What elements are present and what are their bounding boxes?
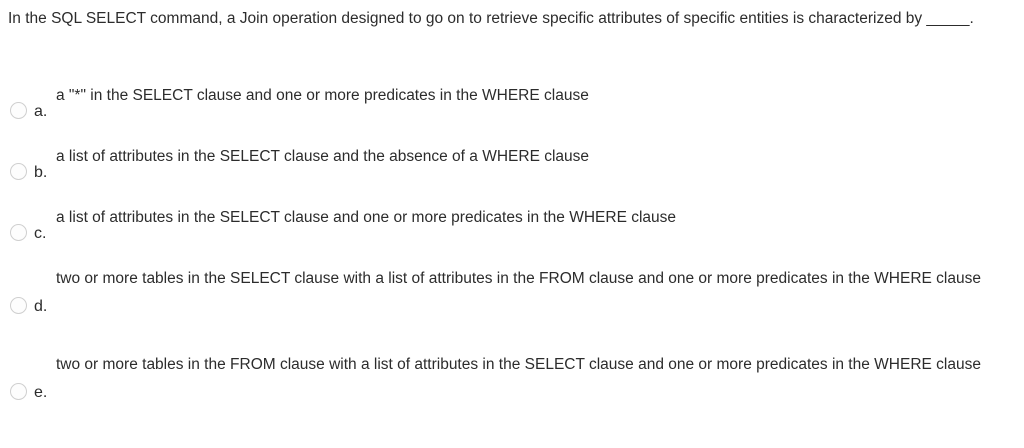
option-letter-d: d.	[34, 298, 48, 315]
option-text-d[interactable]: two or more tables in the SELECT clause …	[56, 270, 981, 287]
answer-options-list: a. a "*" in the SELECT clause and one or…	[0, 82, 1024, 437]
option-text-e[interactable]: two or more tables in the FROM clause wi…	[56, 356, 981, 373]
radio-button-a[interactable]	[10, 102, 27, 119]
answer-option-c[interactable]: c. a list of attributes in the SELECT cl…	[0, 204, 1024, 265]
radio-button-b[interactable]	[10, 163, 27, 180]
answer-option-b[interactable]: b. a list of attributes in the SELECT cl…	[0, 143, 1024, 204]
answer-option-e[interactable]: e. two or more tables in the FROM clause…	[0, 351, 1024, 437]
radio-button-e[interactable]	[10, 383, 27, 400]
option-text-a[interactable]: a "*" in the SELECT clause and one or mo…	[56, 87, 589, 104]
answer-option-d[interactable]: d. two or more tables in the SELECT clau…	[0, 265, 1024, 351]
answer-option-a[interactable]: a. a "*" in the SELECT clause and one or…	[0, 82, 1024, 143]
question-stem: In the SQL SELECT command, a Join operat…	[8, 10, 974, 27]
option-text-c[interactable]: a list of attributes in the SELECT claus…	[56, 209, 677, 226]
option-letter-e: e.	[34, 384, 48, 401]
radio-button-c[interactable]	[10, 224, 27, 241]
option-letter-b: b.	[34, 164, 48, 181]
option-text-b[interactable]: a list of attributes in the SELECT claus…	[56, 148, 590, 165]
option-letter-c: c.	[34, 225, 47, 242]
radio-button-d[interactable]	[10, 297, 27, 314]
option-letter-a: a.	[34, 103, 48, 120]
